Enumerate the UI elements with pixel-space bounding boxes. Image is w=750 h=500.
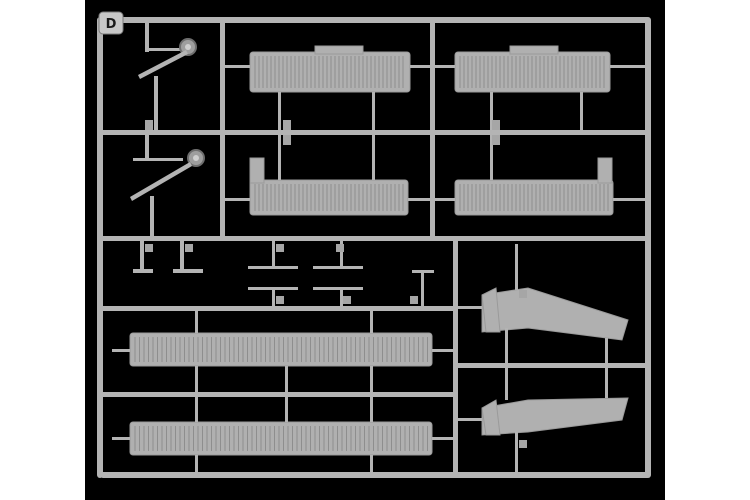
sprue-letter: D — [106, 17, 117, 32]
flap-panel-mid-left — [249, 157, 409, 216]
gates-top — [225, 65, 645, 201]
long-panel-upper — [112, 311, 455, 392]
panel-rib-detail — [134, 56, 609, 451]
landing-gear-parts-middle — [130, 135, 205, 236]
sprue-frame — [97, 17, 651, 478]
angled-panel-lower — [458, 368, 629, 472]
sprue-photo: D — [85, 0, 665, 500]
angled-panel-upper — [458, 244, 629, 363]
flap-panel-top-left — [249, 45, 411, 93]
small-parts-middle — [133, 241, 434, 306]
long-panel-lower — [112, 397, 455, 472]
landing-gear-parts-top — [138, 22, 197, 131]
flap-panel-mid-right — [454, 157, 614, 216]
sprue-illustration: D — [97, 11, 651, 478]
sprue-letter-tag: D — [98, 11, 124, 35]
